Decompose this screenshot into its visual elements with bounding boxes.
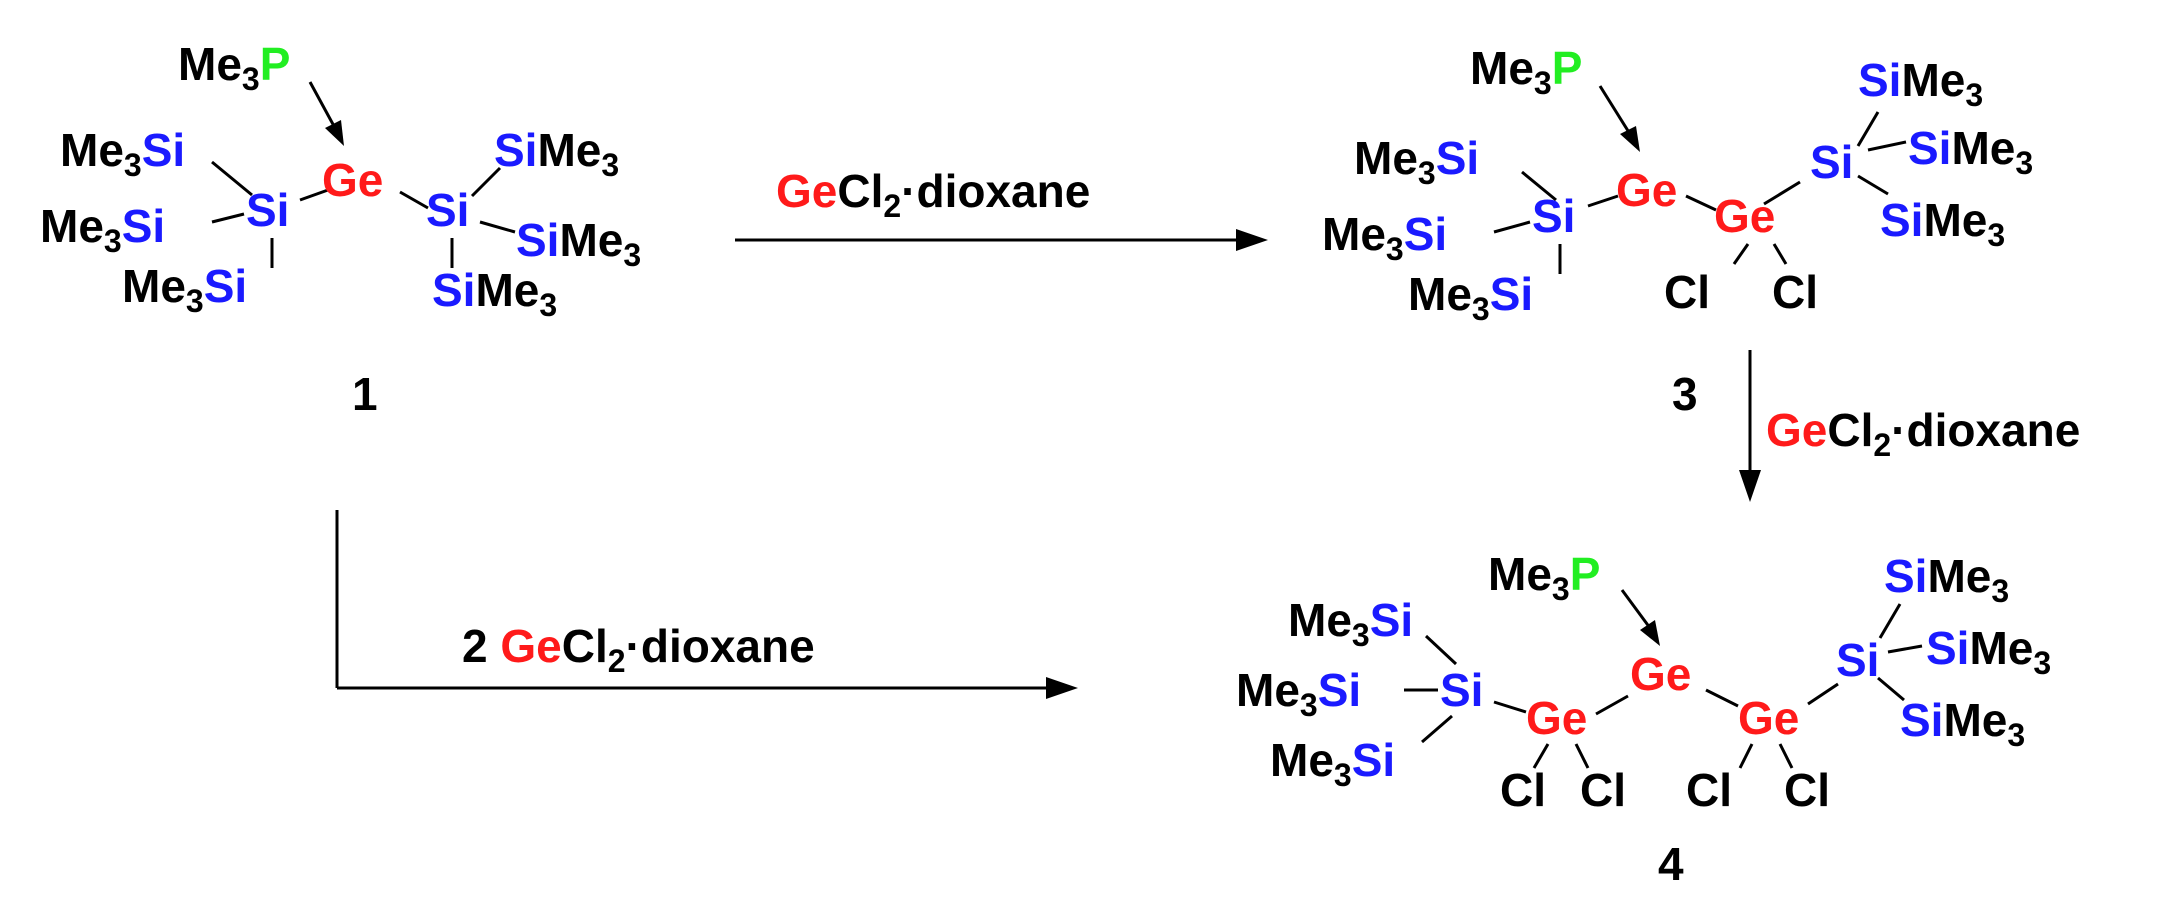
arrowhead [1739, 470, 1761, 502]
bond [299, 188, 329, 202]
sime3-group: SiMe3 [516, 214, 641, 273]
sime3-group: Me3Si [1288, 594, 1413, 653]
sime3-group: Me3Si [1354, 132, 1479, 191]
germanium-atom: Ge [1526, 692, 1587, 744]
bond [1574, 743, 1590, 769]
sime3-group: SiMe3 [1884, 550, 2009, 609]
silicon-atom: Si [1810, 136, 1853, 188]
bond [479, 220, 516, 234]
arrowhead [1046, 677, 1078, 699]
bond [211, 160, 253, 197]
dative-bond-arrow [1620, 589, 1652, 629]
reagent-label: 2 GeCl2·dioxane [462, 620, 815, 679]
arrowhead [1236, 229, 1268, 251]
bond [1532, 743, 1550, 769]
bond [1763, 180, 1801, 206]
bond [1877, 676, 1905, 702]
germanium-atom: Ge [322, 154, 383, 206]
sime3-group: SiMe3 [1880, 194, 2005, 253]
sime3-group: Me3Si [1270, 734, 1395, 793]
pme3-group: Me3P [1470, 42, 1582, 101]
arrowhead [1620, 126, 1640, 152]
bond [1685, 194, 1717, 212]
sime3-group: SiMe3 [1926, 622, 2051, 681]
bond [1595, 694, 1629, 716]
compound-number: 1 [352, 368, 378, 420]
bond [1857, 174, 1889, 196]
bond [1493, 700, 1527, 714]
chlorine-atom: Cl [1500, 764, 1546, 816]
arrow-1-to-3: GeCl2·dioxane [735, 165, 1268, 251]
sime3-group: Me3Si [1322, 208, 1447, 267]
phosphorus: P [260, 38, 291, 90]
silicon-atom: Si [1836, 634, 1879, 686]
arrow-1-to-4: 2 GeCl2·dioxane [335, 510, 1078, 699]
compound-number: 3 [1672, 368, 1698, 420]
silicon-atom: Si [426, 184, 469, 236]
germanium-atom: Ge [1738, 692, 1799, 744]
pme3-group: Me3P [1488, 548, 1600, 607]
bond [1493, 220, 1531, 234]
germanium-atom: Ge [1714, 190, 1775, 242]
bond [470, 166, 502, 198]
arrowhead [325, 120, 344, 146]
bond [399, 190, 429, 210]
chlorine-atom: Cl [1664, 266, 1710, 318]
germanium-atom: Ge [1630, 648, 1691, 700]
bond [1867, 140, 1907, 152]
compound-3: Me3P Me3Si Me3Si Me3Si Si Ge Ge Cl Cl Si… [1322, 42, 2033, 420]
germanium-atom: Ge [1616, 164, 1677, 216]
bond [1778, 743, 1794, 769]
compound-1: Me3P Me3Si Me3Si Me3Si Si Ge Si SiMe3 Si… [40, 38, 641, 420]
bond [1587, 194, 1619, 208]
sime3-group: Me3Si [40, 200, 165, 259]
sime3-group: SiMe3 [494, 124, 619, 183]
bond [1738, 743, 1754, 769]
silicon-atom: Si [1532, 190, 1575, 242]
chlorine-atom: Cl [1686, 764, 1732, 816]
sime3-group: Me3Si [122, 260, 247, 319]
bond [1521, 170, 1557, 202]
compound-number: 4 [1658, 838, 1684, 890]
bond [1856, 111, 1880, 147]
pme3-group: Me3P [178, 38, 290, 97]
sime3-group: Me3Si [1408, 268, 1533, 327]
sime3-group: Me3Si [60, 124, 185, 183]
silicon-atom: Si [1440, 664, 1483, 716]
bond [1421, 714, 1453, 744]
chlorine-atom: Cl [1772, 266, 1818, 318]
arrowhead [1640, 620, 1660, 646]
sime3-group: Me3Si [1236, 664, 1361, 723]
bond [1732, 243, 1750, 265]
bond [211, 212, 245, 224]
sime3-group: SiMe3 [1858, 54, 1983, 113]
bond [1772, 243, 1788, 265]
reagent-label: GeCl2·dioxane [776, 165, 1090, 224]
silicon-atom: Si [246, 184, 289, 236]
chlorine-atom: Cl [1580, 764, 1626, 816]
bond [1424, 634, 1458, 666]
arrow-3-to-4: GeCl2·dioxane [1739, 350, 2080, 502]
sime3-group: SiMe3 [1908, 122, 2033, 181]
reagent-label: GeCl2·dioxane [1766, 404, 2080, 463]
bond [1878, 603, 1902, 639]
dative-bond-arrow [1598, 85, 1632, 135]
dative-bond-arrow [308, 81, 337, 129]
bond [1705, 688, 1739, 708]
compound-4: Me3P Me3Si Me3Si Me3Si Si Ge Ge Ge Cl Cl… [1236, 548, 2051, 890]
bond [1887, 644, 1923, 654]
bond [1807, 682, 1839, 706]
chlorine-atom: Cl [1784, 764, 1830, 816]
sime3-group: SiMe3 [1900, 694, 2025, 753]
sime3-group: SiMe3 [432, 264, 557, 323]
